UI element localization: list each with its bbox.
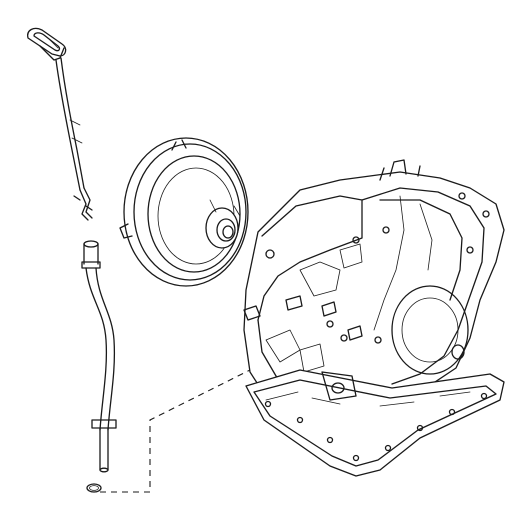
torque-converter bbox=[119, 137, 249, 287]
leader-line bbox=[100, 359, 271, 493]
transaxle-assembly bbox=[243, 159, 505, 477]
dipstick bbox=[27, 27, 93, 221]
dipstick-tube bbox=[81, 240, 117, 473]
o-ring bbox=[86, 483, 102, 493]
